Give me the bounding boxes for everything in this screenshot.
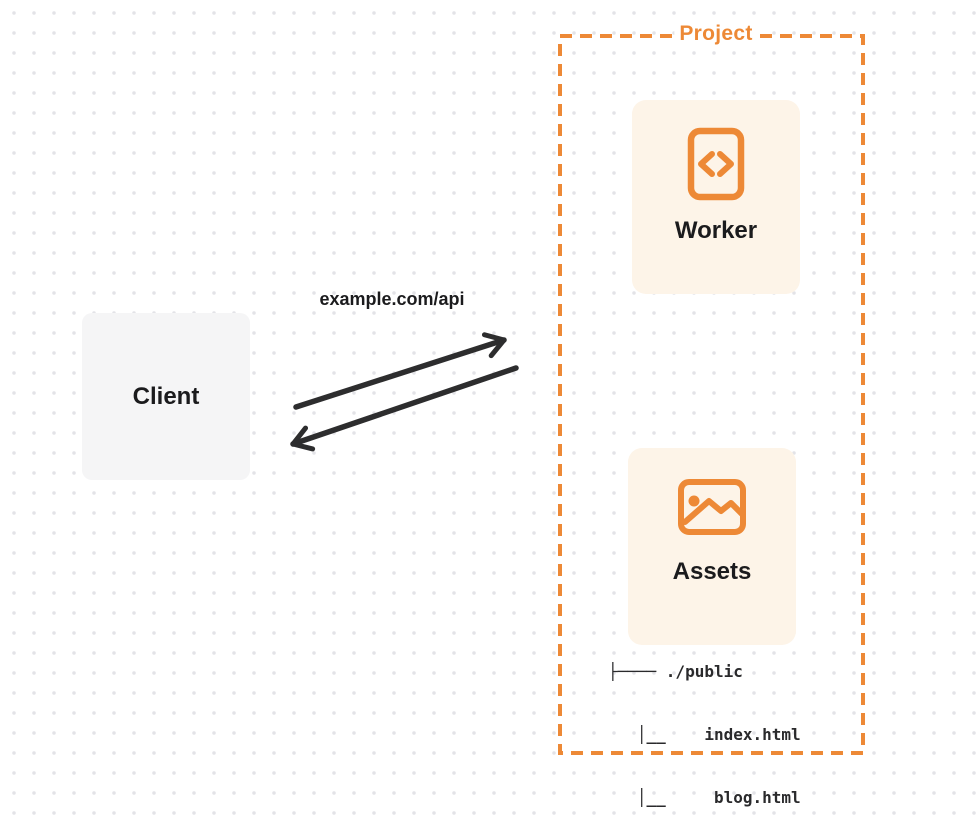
file-tree-line: ├──── ./public (608, 662, 743, 681)
worker-label: Worker (674, 217, 758, 244)
assets-box: Assets (628, 448, 796, 645)
code-file-icon (687, 127, 745, 201)
image-icon (678, 479, 746, 535)
file-tree-line: │__ blog.html (608, 788, 801, 807)
client-label: Client (132, 382, 200, 410)
worker-box: Worker (632, 100, 800, 294)
request-arrow (293, 332, 507, 410)
client-box: Client (82, 313, 250, 480)
project-boundary-label: Project (674, 22, 758, 46)
assets-label: Assets (672, 558, 752, 585)
assets-file-tree: ├──── ./public │__ index.html │__ blog.h… (608, 619, 801, 818)
response-arrow (290, 365, 519, 452)
request-url-label: example.com/api (319, 289, 465, 309)
file-tree-line: │__ index.html (608, 725, 801, 744)
